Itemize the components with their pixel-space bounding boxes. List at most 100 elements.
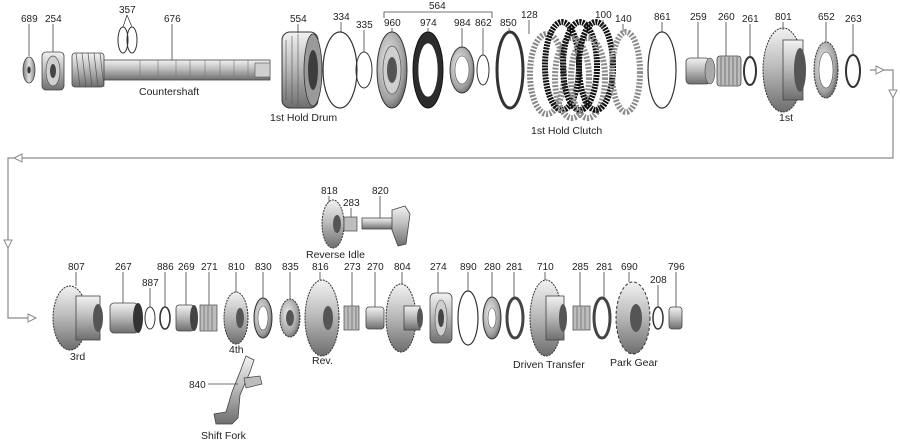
num-710: 710 — [537, 262, 554, 273]
part-820-idle-shaft — [361, 205, 411, 247]
part-269-collar — [175, 304, 198, 332]
part-886-washer — [159, 306, 171, 330]
num-676: 676 — [164, 14, 181, 25]
num-564: 564 — [429, 1, 446, 12]
part-804-gear — [385, 283, 423, 353]
part-267-collar — [109, 302, 143, 334]
label-reverse: Rev. — [312, 355, 333, 367]
num-280: 280 — [484, 262, 501, 273]
num-261: 261 — [742, 14, 759, 25]
label-third: 3rd — [70, 351, 85, 363]
part-283-needle-bearing — [343, 216, 358, 232]
part-335-snap-ring — [355, 51, 373, 89]
part-850-ring — [495, 30, 525, 110]
leader-lines — [28, 11, 854, 385]
part-554-hold-drum — [281, 31, 323, 109]
num-652: 652 — [818, 12, 835, 23]
part-974-disc — [412, 31, 444, 109]
num-285: 285 — [572, 262, 589, 273]
num-208: 208 — [650, 275, 667, 286]
part-271-needle-bearing — [199, 304, 218, 332]
label-hold-clutch: 1st Hold Clutch — [531, 125, 602, 137]
num-818: 818 — [321, 186, 338, 197]
part-259-collar — [685, 57, 716, 85]
part-281-washer-b — [592, 296, 612, 340]
part-number-labels: 689 254 357 676 554 334 335 960 974 984 … — [21, 1, 862, 391]
num-835: 835 — [282, 262, 299, 273]
part-357-snap-rings — [117, 26, 138, 54]
label-shift-fork: Shift Fork — [201, 430, 247, 442]
part-862-snap-ring — [476, 54, 490, 86]
num-263: 263 — [845, 14, 862, 25]
part-840-shift-fork — [213, 355, 263, 425]
part-676-countershaft — [71, 52, 271, 88]
label-driven-transfer: Driven Transfer — [513, 359, 585, 371]
num-281-b: 281 — [596, 262, 613, 273]
num-820: 820 — [372, 186, 389, 197]
part-816-reverse-gear — [304, 279, 340, 357]
num-887: 887 — [142, 278, 159, 289]
part-254-bearing — [41, 51, 65, 91]
num-801: 801 — [775, 12, 792, 23]
num-140: 140 — [615, 14, 632, 25]
flow-arrow-path — [3, 65, 898, 323]
num-269: 269 — [178, 262, 195, 273]
part-208-washer — [652, 306, 664, 330]
num-271: 271 — [201, 262, 218, 273]
num-357: 357 — [119, 5, 136, 16]
num-281-a: 281 — [506, 262, 523, 273]
part-281-washer-a — [505, 296, 525, 340]
num-274: 274 — [430, 262, 447, 273]
num-850: 850 — [500, 18, 517, 29]
num-840: 840 — [189, 380, 206, 391]
num-270: 270 — [367, 262, 384, 273]
num-796: 796 — [668, 262, 685, 273]
part-710-driven-transfer-gear — [529, 279, 567, 357]
num-335: 335 — [356, 20, 373, 31]
part-285-needle-bearing — [572, 305, 591, 331]
num-689: 689 — [21, 14, 38, 25]
part-690-park-gear — [615, 281, 651, 355]
part-clutch-pack — [527, 19, 616, 121]
part-261-washer — [743, 56, 757, 86]
part-140-plate — [609, 29, 643, 115]
part-263-snap-ring — [845, 54, 861, 88]
num-886: 886 — [157, 262, 174, 273]
part-274-ball-bearing — [429, 292, 453, 344]
part-887-snap-ring — [144, 306, 156, 330]
part-652-synchro-ring — [813, 41, 839, 99]
label-countershaft: Countershaft — [139, 86, 199, 98]
part-796-nut — [668, 306, 683, 330]
label-hold-drum: 1st Hold Drum — [270, 112, 337, 124]
part-334-snap-ring — [322, 31, 358, 109]
num-816: 816 — [312, 262, 329, 273]
num-334: 334 — [333, 12, 350, 23]
num-100: 100 — [595, 10, 612, 21]
label-reverse-idle: Reverse Idle — [306, 249, 365, 261]
part-689-washer — [22, 56, 36, 84]
label-first: 1st — [779, 112, 793, 124]
num-259: 259 — [690, 12, 707, 23]
part-name-labels: Countershaft 1st Hold Drum 1st Hold Clut… — [70, 86, 793, 442]
part-890-snap-ring — [457, 290, 479, 346]
part-835-synchro-hub — [279, 298, 301, 338]
part-801-first-gear — [762, 27, 806, 113]
part-818-reverse-idle-gear — [321, 199, 345, 249]
num-273: 273 — [344, 262, 361, 273]
part-861-snap-ring — [647, 31, 677, 109]
num-554: 554 — [290, 14, 307, 25]
num-254: 254 — [45, 14, 62, 25]
label-fourth: 4th — [229, 344, 244, 356]
part-280-washer — [482, 296, 502, 340]
num-807: 807 — [68, 262, 85, 273]
part-830-synchro — [253, 297, 273, 339]
num-690: 690 — [621, 262, 638, 273]
num-283: 283 — [343, 198, 360, 209]
num-862: 862 — [475, 18, 492, 29]
num-830: 830 — [255, 262, 272, 273]
part-260-needle-bearing — [716, 55, 742, 87]
num-267: 267 — [115, 262, 132, 273]
num-128: 128 — [521, 10, 538, 21]
part-960-piston — [376, 31, 408, 109]
